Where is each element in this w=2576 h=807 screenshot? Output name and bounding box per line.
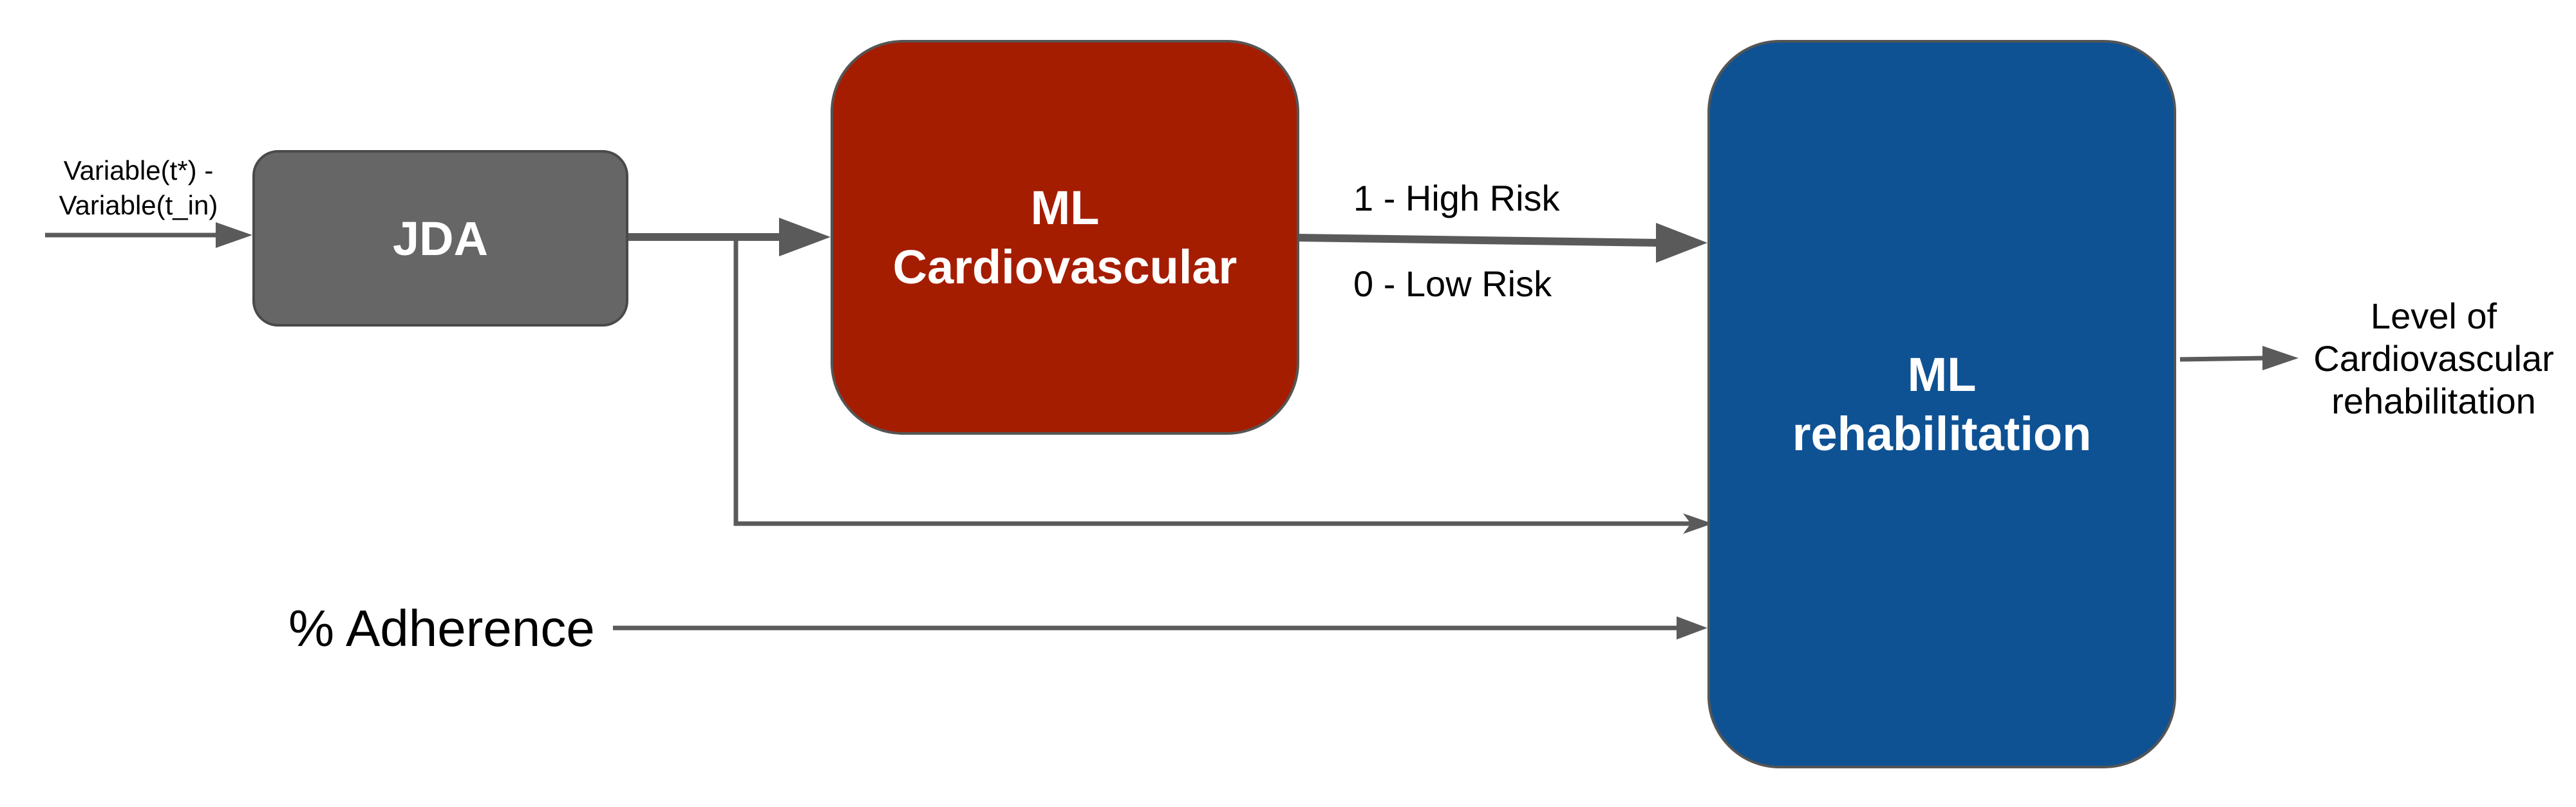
ml-cardiovascular-node: ML Cardiovascular bbox=[831, 40, 1299, 435]
ml-cardiovascular-label-line2: Cardiovascular bbox=[892, 240, 1237, 294]
output-label-line3: rehabilitation bbox=[2331, 381, 2536, 421]
ml-rehabilitation-label-line1: ML bbox=[1907, 347, 1977, 401]
high-risk-label: 1 - High Risk bbox=[1353, 178, 1560, 218]
ml-rehabilitation-node: ML rehabilitation bbox=[1707, 40, 2176, 768]
jda-to-rehab-line bbox=[733, 237, 1692, 526]
cardio-to-rehab-line bbox=[1299, 234, 1660, 247]
ml-rehabilitation-label-line2: rehabilitation bbox=[1792, 406, 2092, 460]
input-variable-label: Variable(t*) - Variable(t_in) bbox=[19, 153, 258, 223]
cardio-to-rehab-arrowhead bbox=[1656, 223, 1707, 263]
output-label-line1: Level of bbox=[2370, 296, 2497, 336]
adherence-arrowhead bbox=[1677, 616, 1707, 640]
adherence-label: % Adherence bbox=[288, 600, 595, 657]
jda-to-rehab-arrowhead bbox=[1683, 513, 1713, 534]
jda-node: JDA bbox=[252, 150, 628, 327]
input-label-line2: Variable(t_in) bbox=[59, 190, 218, 220]
ml-cardiovascular-label-line1: ML bbox=[1030, 180, 1100, 234]
output-arrowhead bbox=[2262, 346, 2299, 370]
low-risk-label: 0 - Low Risk bbox=[1353, 263, 1552, 304]
input-arrowhead bbox=[216, 222, 252, 248]
input-label-line1: Variable(t*) - bbox=[63, 155, 214, 185]
output-label: Level of Cardiovascular rehabilitation bbox=[2299, 295, 2569, 422]
output-label-line2: Cardiovascular bbox=[2313, 338, 2554, 379]
output-arrow-line bbox=[2179, 356, 2267, 362]
jda-node-label: JDA bbox=[392, 211, 489, 265]
jda-to-cardio-arrowhead bbox=[779, 218, 831, 256]
